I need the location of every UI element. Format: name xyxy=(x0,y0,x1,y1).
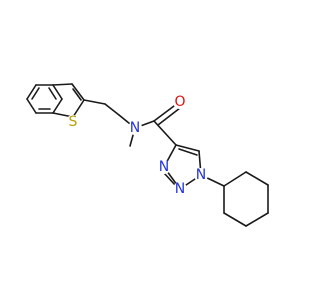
atom-label-n3: N xyxy=(159,159,169,175)
bond xyxy=(71,83,85,101)
atom-carbonyl-oxygen: O xyxy=(173,94,187,110)
bond xyxy=(153,120,177,146)
bond xyxy=(104,103,120,116)
bond xyxy=(223,171,247,187)
bond xyxy=(153,102,179,122)
bond xyxy=(52,84,63,100)
bond-double-inner xyxy=(72,88,82,101)
atom-label-n2: N xyxy=(175,181,185,197)
bond xyxy=(245,171,269,186)
atom-label-o: O xyxy=(174,94,185,110)
atom-label-s: S xyxy=(69,114,78,130)
bond xyxy=(26,98,37,114)
bond xyxy=(175,144,200,152)
atom-triazole-n3: N xyxy=(157,159,171,175)
bond xyxy=(52,83,73,86)
atom-label-layer: S N O N N N xyxy=(66,94,208,197)
bond xyxy=(52,98,63,114)
bond-layer xyxy=(26,83,269,227)
bond xyxy=(223,212,247,227)
atom-triazole-n2: N xyxy=(173,181,187,197)
bond-double-inner xyxy=(178,148,198,156)
bond xyxy=(245,212,269,227)
molecule-structure: S N O N N N xyxy=(26,83,269,227)
bond xyxy=(72,99,85,118)
atom-amide-nitrogen: N xyxy=(128,120,142,136)
atom-label-n-amide: N xyxy=(130,120,140,136)
bond xyxy=(157,107,181,126)
bond-double-inner xyxy=(48,87,57,100)
atom-triazole-n1: N xyxy=(194,167,208,183)
bond-double-inner xyxy=(163,172,177,187)
bond-double-inner xyxy=(31,87,40,100)
atom-label-n1: N xyxy=(196,167,206,183)
bond xyxy=(83,99,106,105)
bond xyxy=(26,84,37,100)
atom-sulfur: S xyxy=(66,114,80,130)
